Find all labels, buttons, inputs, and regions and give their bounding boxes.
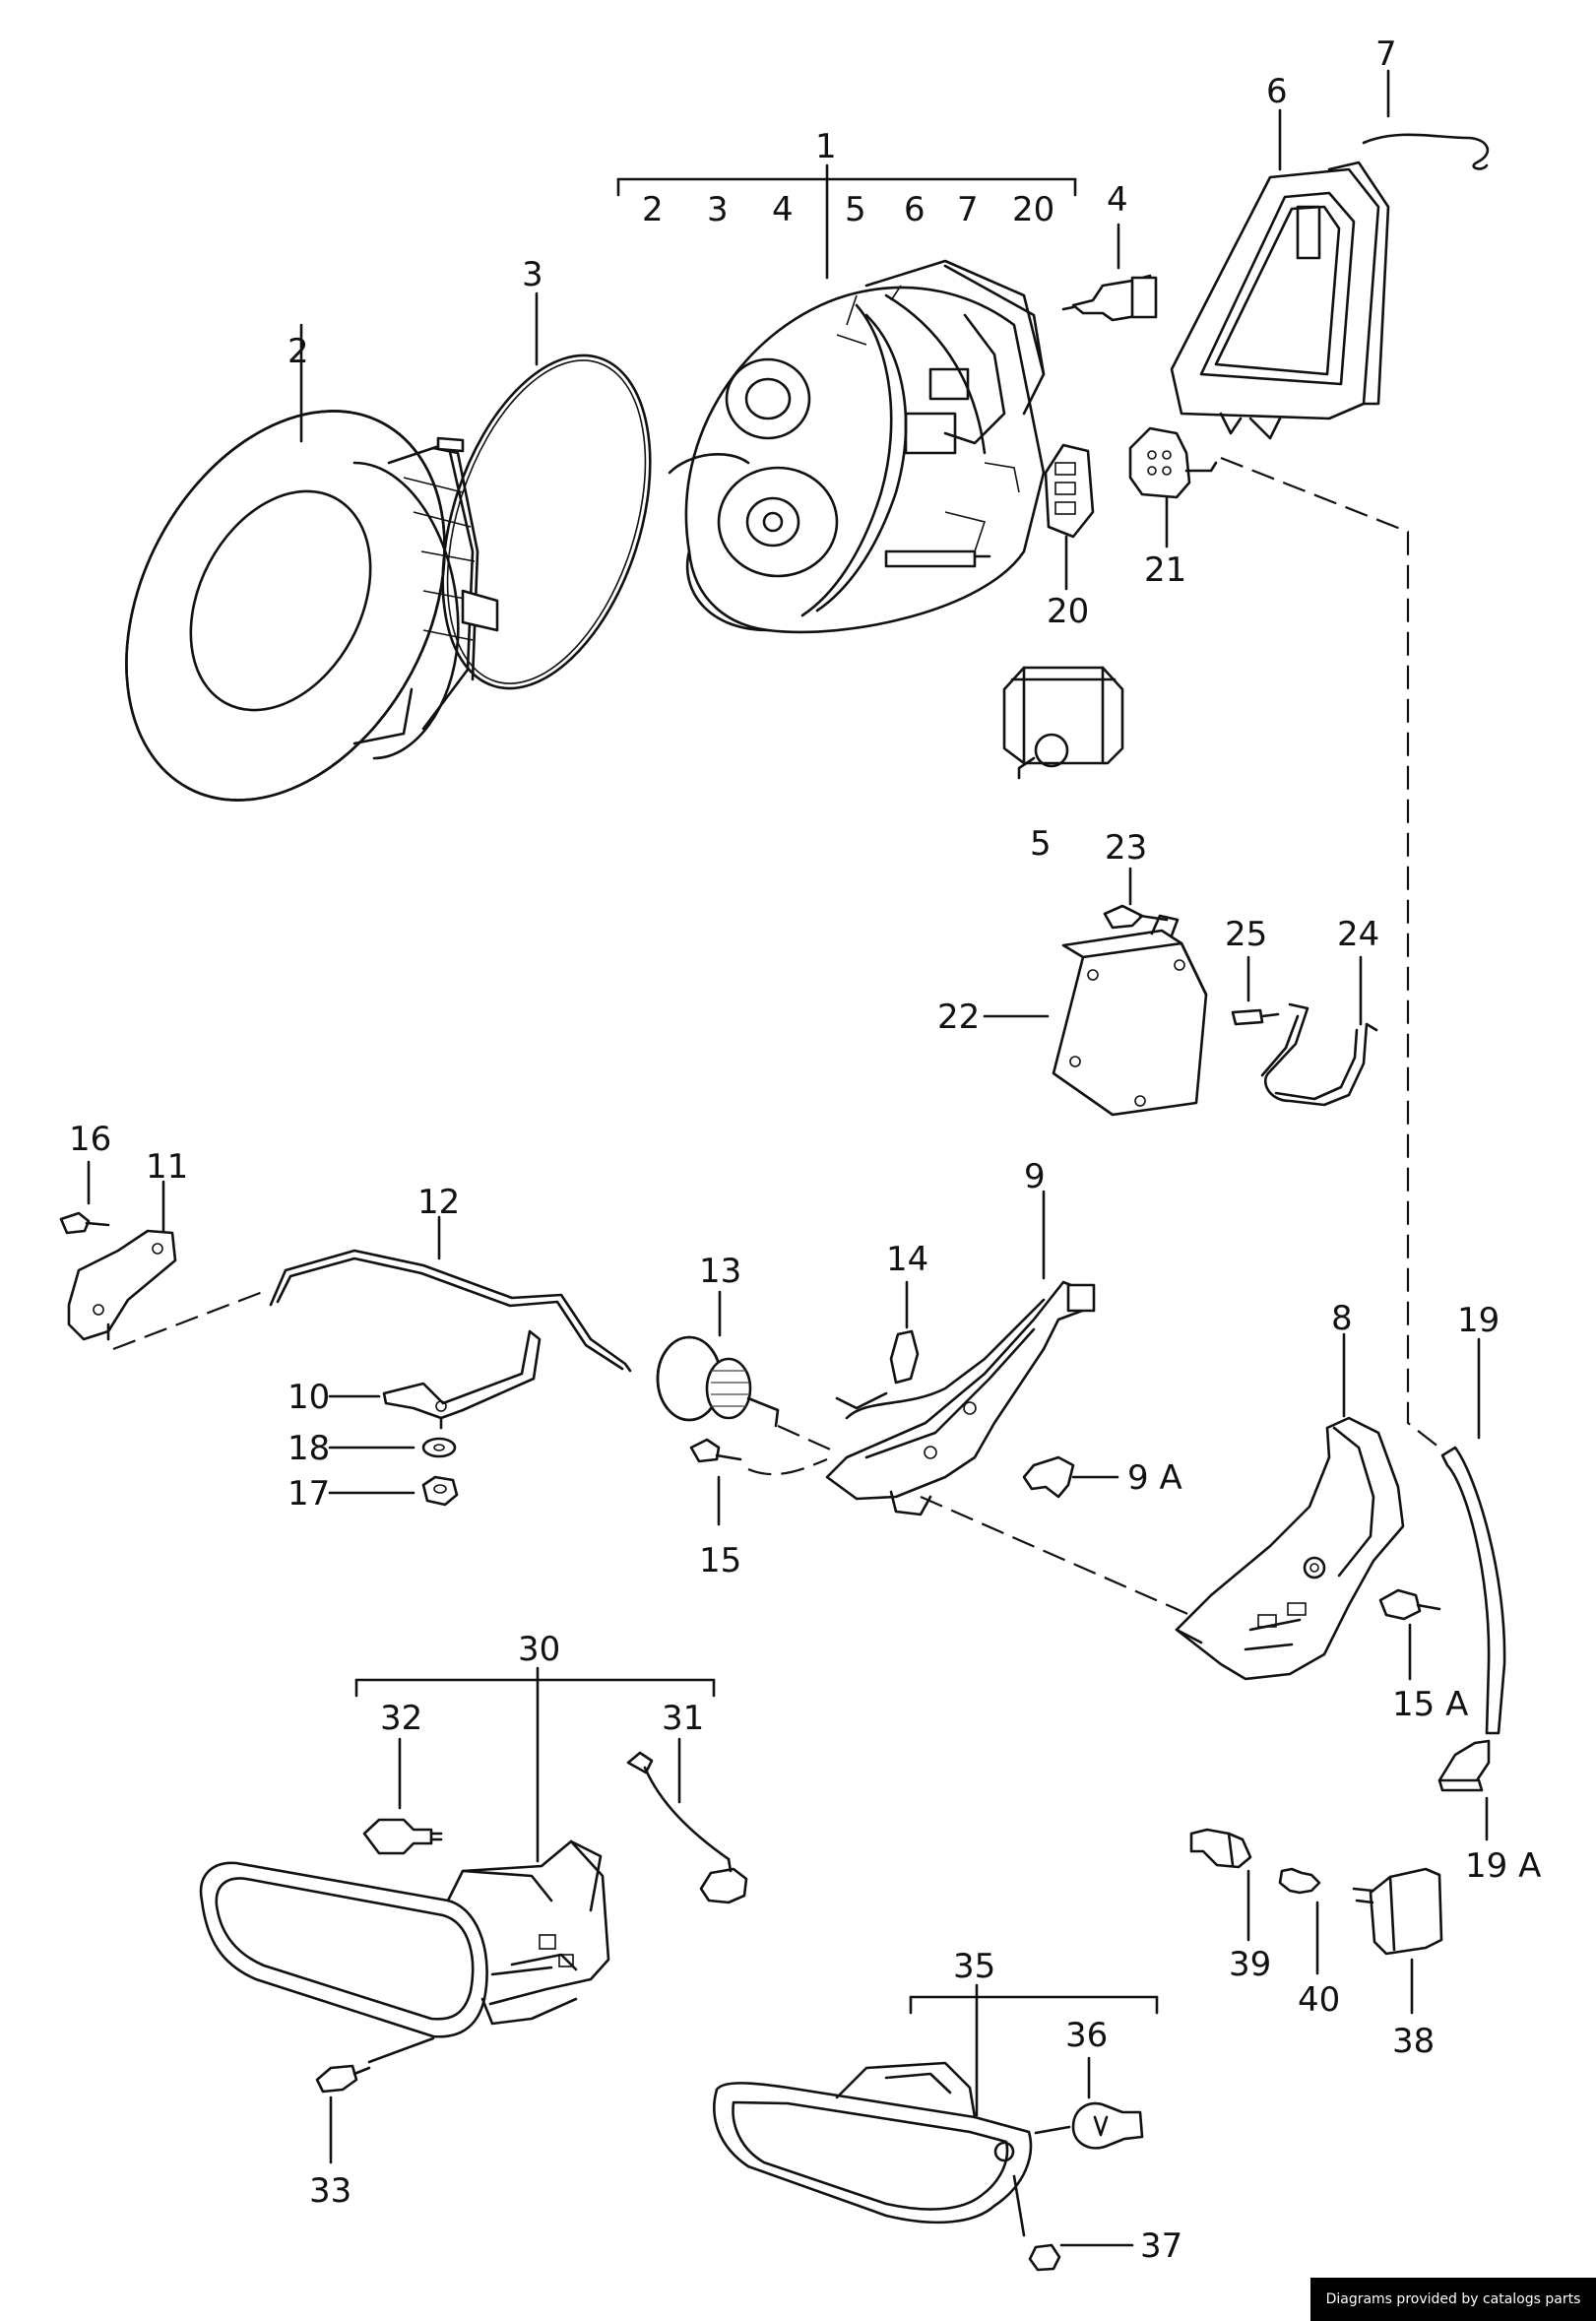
lever-10-part: 10 [287, 1329, 542, 1430]
bulb-32-part: 32 [362, 1699, 443, 1855]
group-35-bracket: 35 [909, 1947, 1159, 2117]
washer-18-part: 18 [287, 1429, 457, 1468]
callout-13: 13 [699, 1252, 741, 1291]
callout-36: 36 [1065, 2016, 1108, 2055]
callout-11: 11 [146, 1147, 188, 1187]
callout-15: 15 [699, 1541, 741, 1580]
dashed-lead-15-9 [747, 1457, 828, 1476]
group-1-item: 6 [904, 190, 926, 229]
group-1-item: 4 [772, 190, 794, 229]
screw-25-part: 25 [1225, 915, 1280, 1026]
socket-39-part: 39 [1189, 1828, 1271, 1984]
screw-33-part: 33 [309, 2036, 435, 2211]
connector-21-part: 21 [1128, 426, 1218, 590]
callout-39: 39 [1229, 1945, 1271, 1984]
group-1-item: 5 [845, 190, 866, 229]
bulb-40-part: 40 [1278, 1867, 1340, 2020]
mounting-bracket-8-part: 8 [1175, 1299, 1405, 1681]
callout-3: 3 [522, 255, 543, 294]
socket-20-part: 20 [1044, 443, 1095, 631]
bulb-36-part: 36 [1034, 2016, 1144, 2150]
credit-badge: Diagrams provided by catalogs parts [1310, 2278, 1596, 2321]
callout-23: 23 [1105, 828, 1147, 868]
seal-ring-part: 3 [441, 255, 652, 690]
callout-17: 17 [287, 1474, 330, 1514]
group-30-label: 30 [518, 1630, 560, 1669]
dashed-lead-9-8 [920, 1495, 1202, 1622]
wire-7-part: 7 [1362, 34, 1490, 170]
group-30-bracket: 30 [354, 1630, 716, 1863]
callout-40: 40 [1298, 1980, 1340, 2020]
nozzle-19a-part: 19 A [1437, 1739, 1541, 1886]
dashed-lead-11-12 [112, 1288, 269, 1351]
screw-15a-part: 15 A [1378, 1588, 1468, 1724]
callout-20: 20 [1047, 592, 1089, 631]
callout-4: 4 [1107, 180, 1128, 220]
support-arm-9-part: 9 [825, 1157, 1096, 1516]
indicator-lamp-35-part [713, 2061, 1033, 2224]
callout-38: 38 [1392, 2022, 1435, 2061]
clip-9a-part: 9 A [1022, 1455, 1182, 1499]
callout-10: 10 [287, 1378, 330, 1417]
group-1-bracket: 1 2 3 4 5 6 7 20 [616, 127, 1077, 280]
callout-19: 19 [1457, 1301, 1500, 1340]
screw-23-part: 23 [1103, 828, 1169, 930]
callout-15a: 15 A [1392, 1685, 1468, 1724]
callout-24: 24 [1337, 915, 1379, 954]
fog-lamp-30-part [199, 1839, 610, 2038]
callout-16: 16 [69, 1120, 111, 1159]
lead-31-part: 31 [626, 1699, 748, 1904]
headlamp-lens-part: 2 [125, 323, 499, 802]
screw-16-part: 16 [59, 1120, 111, 1235]
group-1-item: 20 [1012, 190, 1054, 229]
callout-2: 2 [287, 332, 309, 371]
side-marker-38-part: 38 [1352, 1867, 1443, 2061]
bracket-11-part: 11 [67, 1147, 188, 1341]
callout-33: 33 [309, 2171, 351, 2211]
callout-25: 25 [1225, 915, 1267, 954]
group-1-item: 3 [707, 190, 729, 229]
dashed-lead-21-19 [1220, 456, 1440, 1449]
callout-9a: 9 A [1127, 1458, 1182, 1498]
callout-7: 7 [1375, 34, 1397, 74]
control-unit-22-part: 22 [937, 914, 1208, 1117]
group-35-label: 35 [953, 1947, 995, 1986]
callout-31: 31 [662, 1699, 704, 1738]
rod-12-part: 12 [269, 1183, 632, 1373]
callout-9: 9 [1024, 1157, 1046, 1196]
callout-6: 6 [1266, 72, 1288, 111]
actuator-5-part: 5 [1002, 666, 1124, 864]
callout-12: 12 [417, 1183, 460, 1222]
callout-14: 14 [886, 1240, 928, 1279]
group-1-label: 1 [815, 127, 837, 166]
callout-22: 22 [937, 998, 980, 1037]
callout-32: 32 [380, 1699, 422, 1738]
screw-37-part: 37 [1012, 2174, 1182, 2272]
headlamp-housing-part [668, 259, 1046, 634]
callout-37: 37 [1140, 2226, 1182, 2266]
bracket-24-part: 24 [1260, 915, 1379, 1107]
adjuster-13-part: 13 [656, 1252, 780, 1428]
nut-17-part: 17 [287, 1474, 459, 1514]
callout-19a: 19 A [1465, 1846, 1541, 1886]
callout-21: 21 [1144, 550, 1186, 590]
callout-8: 8 [1331, 1299, 1353, 1338]
group-1-item: 2 [642, 190, 664, 229]
screw-15-part: 15 [689, 1438, 742, 1580]
bulb-4-part: 4 [1061, 180, 1158, 322]
callout-5: 5 [1030, 824, 1052, 864]
pin-14-part: 14 [886, 1240, 928, 1385]
callout-18: 18 [287, 1429, 330, 1468]
dashed-lead-13-9 [777, 1424, 838, 1454]
hose-19-part: 19 [1440, 1301, 1506, 1735]
cover-6-part: 6 [1170, 72, 1390, 440]
group-1-item: 7 [957, 190, 979, 229]
